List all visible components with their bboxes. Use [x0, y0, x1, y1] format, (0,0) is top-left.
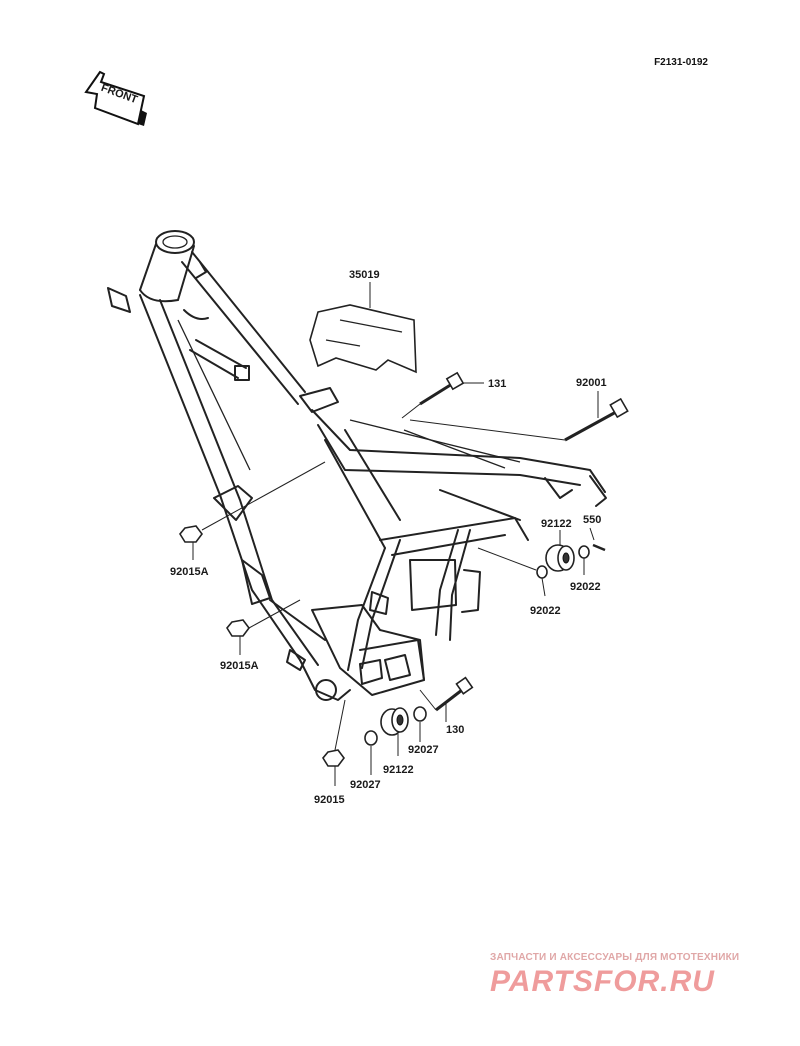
label-92022-outer: 92022 — [570, 581, 601, 593]
label-92122-rear: 92122 — [541, 518, 572, 530]
nut-92015A-upper — [179, 525, 203, 543]
label-130: 130 — [446, 724, 464, 736]
collar-92027-right — [413, 706, 427, 722]
bolt-130 — [435, 676, 474, 712]
motorcycle-frame — [107, 230, 607, 701]
rubber-bushing-92122-lower — [380, 707, 409, 736]
label-92122-lower: 92122 — [383, 764, 414, 776]
collar-92022-inner — [536, 565, 548, 579]
bolt-92001 — [564, 397, 629, 442]
watermark-tagline: ЗАПЧАСТИ И АКСЕССУАРЫ ДЛЯ МОТОТЕХНИКИ — [490, 952, 740, 963]
label-92027-right: 92027 — [408, 744, 439, 756]
diagram-code: F2131-0192 — [654, 57, 708, 68]
collar-92022-outer — [578, 545, 590, 559]
label-92027-left: 92027 — [350, 779, 381, 791]
label-92001: 92001 — [576, 377, 607, 389]
bolt-131 — [419, 371, 465, 406]
bolt-550 — [592, 543, 606, 552]
nut-92015 — [322, 749, 345, 767]
label-92015A-upper: 92015A — [170, 566, 209, 578]
label-92015: 92015 — [314, 794, 345, 806]
front-arrow-icon: FRONT — [84, 70, 147, 126]
rubber-bushing-92122-rear — [545, 544, 575, 572]
watermark-logo: PARTSFOR.RU — [490, 965, 715, 998]
collar-92027-left — [364, 730, 378, 746]
leader-lines — [192, 282, 599, 786]
label-92022-inner: 92022 — [530, 605, 561, 617]
nut-92015A-lower — [226, 619, 250, 637]
label-131: 131 — [488, 378, 506, 390]
label-92015A-lower: 92015A — [220, 660, 259, 672]
cover-plate-35019 — [309, 304, 417, 374]
label-550: 550 — [583, 514, 601, 526]
label-35019: 35019 — [349, 269, 380, 281]
